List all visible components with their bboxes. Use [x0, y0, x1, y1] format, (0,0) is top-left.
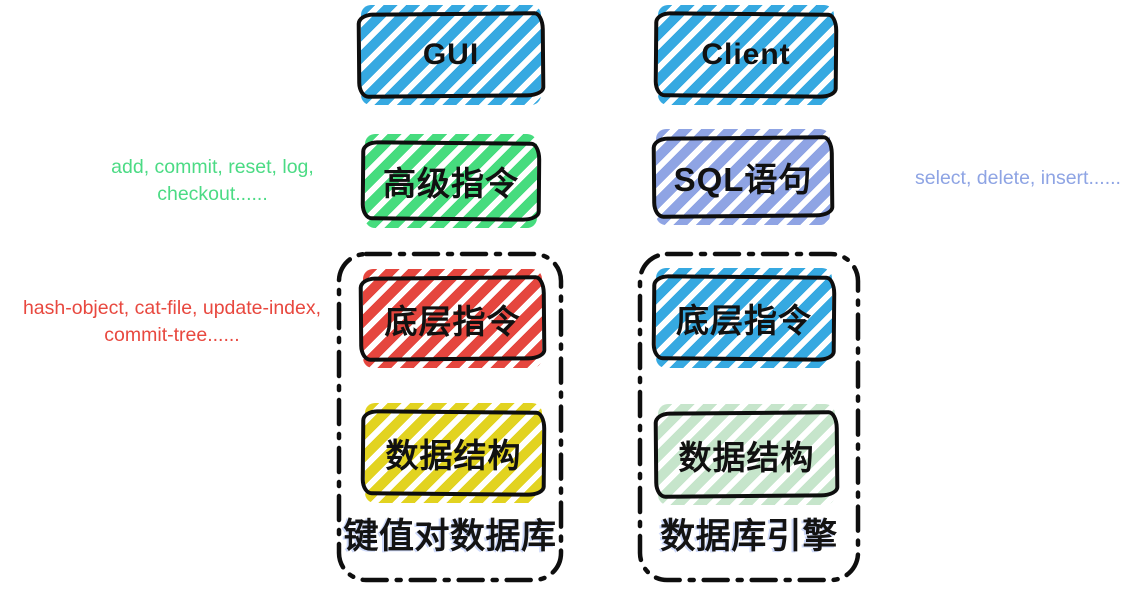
- low-level-commands-label-right: 底层指令: [676, 302, 812, 339]
- gui-box: GUI: [356, 5, 546, 105]
- sql-statements-box: SQL语句: [651, 129, 835, 225]
- client-box: Client: [653, 5, 839, 105]
- low-level-commands-label-left: 底层指令: [384, 302, 521, 340]
- sql-statements-label: SQL语句: [673, 161, 813, 198]
- left-container-label: 键值对数据库: [343, 517, 557, 556]
- data-structure-box-left: 数据结构: [360, 403, 547, 503]
- git-plumbing-commands-annotation: hash-object, cat-file, update-index, com…: [22, 297, 322, 346]
- right-container-label: 数据库引擎: [660, 517, 838, 556]
- low-level-commands-box-left: 底层指令: [358, 269, 547, 368]
- git-porcelain-commands-annotation: add, commit, reset, log, checkout......: [111, 156, 314, 205]
- pale-green-hatch-fill: [658, 404, 835, 505]
- blue-hatch-fill: [658, 5, 834, 105]
- low-level-commands-box-right: 底层指令: [651, 268, 837, 368]
- high-level-commands-box: 高级指令: [360, 134, 542, 228]
- blue-hatch-fill: [656, 268, 832, 368]
- data-structure-label-right: 数据结构: [678, 438, 815, 476]
- gui-box-label: GUI: [422, 38, 480, 71]
- data-structure-box-right: 数据结构: [653, 404, 840, 505]
- sql-commands-annotation: select, delete, insert......: [915, 167, 1121, 189]
- periwinkle-hatch-fill: [656, 129, 830, 225]
- yellow-hatch-fill: [365, 403, 542, 503]
- right-dashed-container: 数据库引擎: [637, 251, 861, 583]
- high-level-commands-label: 高级指令: [383, 165, 519, 202]
- left-dashed-container: 键值对数据库: [336, 251, 564, 583]
- blue-hatch-fill: [361, 5, 541, 105]
- client-box-label: Client: [701, 38, 791, 71]
- dash-dot-border: [336, 251, 564, 583]
- red-hatch-fill: [363, 269, 542, 368]
- green-hatch-fill: [365, 134, 537, 228]
- dash-dot-border: [637, 251, 861, 583]
- data-structure-label-left: 数据结构: [385, 437, 522, 474]
